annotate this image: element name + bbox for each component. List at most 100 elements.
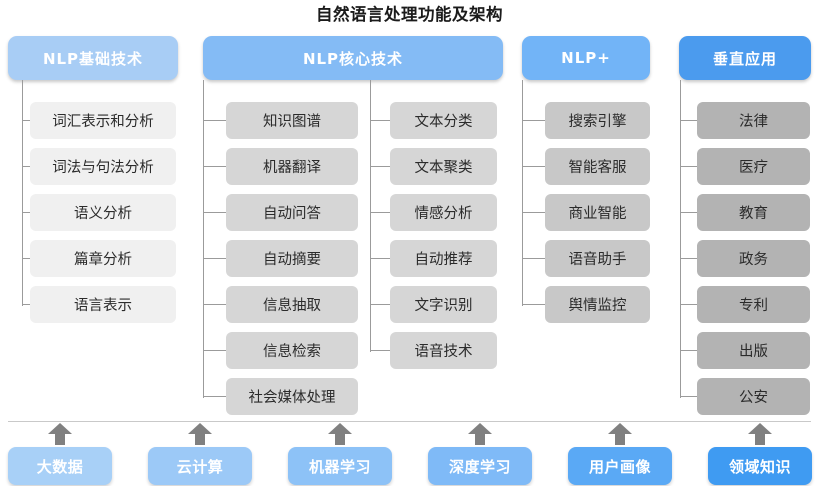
leaf-item[interactable]: 社会媒体处理 [226, 378, 358, 415]
foundation-label: 领域知识 [728, 457, 791, 476]
connector-trunk-col2-right [370, 80, 372, 352]
leaf-label: 社会媒体处理 [248, 390, 336, 406]
foundation-label: 大数据 [36, 457, 84, 476]
connector-stub [680, 396, 697, 398]
leaf-item[interactable]: 教育 [697, 194, 810, 231]
connector-trunk-col1 [22, 80, 24, 306]
leaf-label: 搜索引擎 [568, 114, 627, 130]
column-header-nlp-core[interactable]: NLP核心技术 [203, 36, 503, 80]
leaf-item[interactable]: 篇章分析 [30, 240, 176, 277]
foundation-label: 深度学习 [448, 457, 511, 476]
up-arrow-icon [48, 423, 72, 445]
connector-stub [203, 166, 226, 168]
foundation-rail [8, 421, 811, 423]
connector-stub [203, 304, 226, 306]
foundation-item-big-data[interactable]: 大数据 [8, 447, 112, 485]
leaf-item[interactable]: 信息抽取 [226, 286, 358, 323]
leaf-item[interactable]: 智能客服 [545, 148, 650, 185]
leaf-item[interactable]: 语义分析 [30, 194, 176, 231]
leaf-label: 词法与句法分析 [52, 160, 154, 176]
foundation-label: 用户画像 [588, 457, 651, 476]
column-header-vertical-apps[interactable]: 垂直应用 [679, 36, 811, 80]
leaf-label: 商业智能 [568, 206, 627, 222]
leaf-item[interactable]: 商业智能 [545, 194, 650, 231]
column-header-nlp-plus[interactable]: NLP+ [522, 36, 650, 80]
leaf-item[interactable]: 语音助手 [545, 240, 650, 277]
connector-trunk-col4 [680, 80, 682, 398]
leaf-item[interactable]: 法律 [697, 102, 810, 139]
leaf-item[interactable]: 文本聚类 [390, 148, 497, 185]
connector-stub [203, 396, 226, 398]
leaf-item[interactable]: 公安 [697, 378, 810, 415]
connector-stub [680, 120, 697, 122]
leaf-item[interactable]: 搜索引擎 [545, 102, 650, 139]
connector-stub [203, 258, 226, 260]
foundation-item-machine-learning[interactable]: 机器学习 [288, 447, 392, 485]
up-arrow-icon [188, 423, 212, 445]
leaf-label: 智能客服 [568, 160, 627, 176]
leaf-label: 篇章分析 [74, 252, 132, 268]
connector-trunk-col3 [522, 80, 524, 306]
leaf-item[interactable]: 信息检索 [226, 332, 358, 369]
connector-stub [22, 304, 32, 306]
leaf-item[interactable]: 语音技术 [390, 332, 497, 369]
leaf-label: 教育 [739, 206, 768, 222]
connector-stub [680, 258, 697, 260]
leaf-item[interactable]: 词汇表示和分析 [30, 102, 176, 139]
leaf-label: 信息抽取 [263, 298, 321, 314]
leaf-item[interactable]: 自动问答 [226, 194, 358, 231]
connector-stub [22, 120, 32, 122]
leaf-item[interactable]: 自动摘要 [226, 240, 358, 277]
connector-stub [522, 212, 545, 214]
connector-stub [370, 258, 390, 260]
connector-stub [370, 304, 390, 306]
leaf-label: 语音技术 [414, 344, 473, 360]
connector-stub [203, 350, 226, 352]
foundation-item-deep-learning[interactable]: 深度学习 [428, 447, 532, 485]
connector-stub [680, 350, 697, 352]
leaf-item[interactable]: 机器翻译 [226, 148, 358, 185]
up-arrow-icon [608, 423, 632, 445]
leaf-label: 词汇表示和分析 [52, 114, 154, 130]
leaf-item[interactable]: 医疗 [697, 148, 810, 185]
leaf-item[interactable]: 政务 [697, 240, 810, 277]
leaf-label: 文字识别 [414, 298, 473, 314]
column-header-nlp-basic[interactable]: NLP基础技术 [8, 36, 178, 80]
leaf-label: 医疗 [739, 160, 768, 176]
leaf-item[interactable]: 文本分类 [390, 102, 497, 139]
leaf-item[interactable]: 词法与句法分析 [30, 148, 176, 185]
connector-stub [522, 258, 545, 260]
leaf-label: 文本分类 [414, 114, 473, 130]
leaf-item[interactable]: 情感分析 [390, 194, 497, 231]
connector-stub [22, 166, 32, 168]
connector-stub [370, 350, 390, 352]
up-arrow-icon [748, 423, 772, 445]
connector-stub [680, 166, 697, 168]
connector-stub [203, 120, 226, 122]
foundation-item-cloud-computing[interactable]: 云计算 [148, 447, 252, 485]
leaf-label: 专利 [739, 298, 768, 314]
leaf-label: 文本聚类 [414, 160, 473, 176]
leaf-item[interactable]: 知识图谱 [226, 102, 358, 139]
leaf-item[interactable]: 文字识别 [390, 286, 497, 323]
connector-stub [370, 212, 390, 214]
leaf-item[interactable]: 语言表示 [30, 286, 176, 323]
leaf-label: 自动摘要 [263, 252, 321, 268]
foundation-label: 云计算 [176, 457, 224, 476]
foundation-item-user-profile[interactable]: 用户画像 [568, 447, 672, 485]
connector-stub [370, 120, 390, 122]
column-header-label: NLP基础技术 [42, 49, 144, 68]
leaf-item[interactable]: 专利 [697, 286, 810, 323]
leaf-label: 自动问答 [263, 206, 321, 222]
leaf-item[interactable]: 出版 [697, 332, 810, 369]
leaf-label: 自动推荐 [414, 252, 473, 268]
connector-trunk-col2-left [203, 80, 205, 398]
connector-stub [22, 258, 32, 260]
foundation-item-domain-knowledge[interactable]: 领域知识 [708, 447, 812, 485]
leaf-item[interactable]: 自动推荐 [390, 240, 497, 277]
leaf-label: 公安 [739, 390, 768, 406]
connector-stub [22, 212, 32, 214]
leaf-label: 机器翻译 [263, 160, 321, 176]
page-title: 自然语言处理功能及架构 [316, 5, 503, 24]
leaf-item[interactable]: 舆情监控 [545, 286, 650, 323]
